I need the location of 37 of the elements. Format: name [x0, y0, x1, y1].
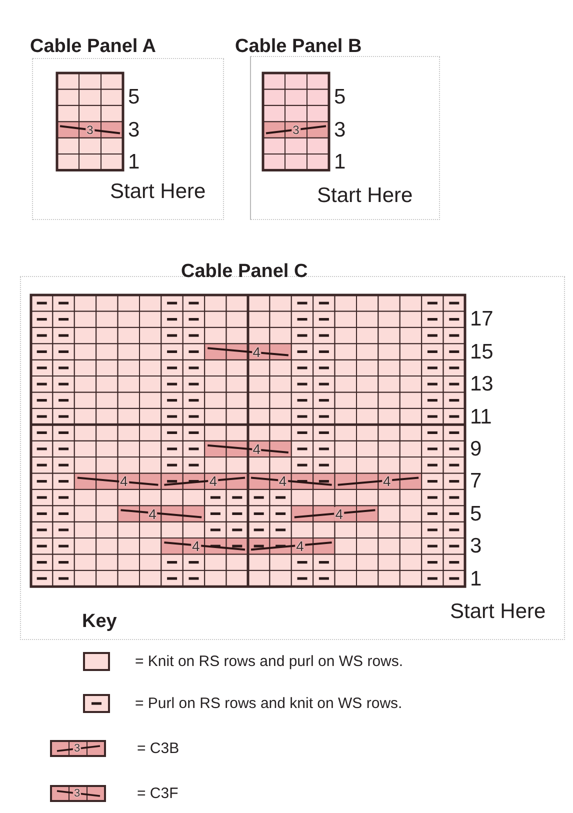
key-heading: Key: [82, 612, 117, 631]
cable-stitch-count: 4: [208, 474, 218, 488]
row-number: 11: [470, 406, 492, 427]
start-here-label: Start Here: [110, 181, 206, 202]
cable-stitch-count: 3: [72, 743, 82, 754]
row-number: 7: [470, 470, 482, 492]
row-number: 15: [470, 341, 494, 362]
row-number: 3: [128, 119, 140, 140]
legend-text: = Purl on RS rows and knit on WS rows.: [135, 696, 402, 711]
cable-stitch-count: 4: [334, 506, 344, 521]
start-here-label: Start Here: [450, 601, 546, 622]
legend-text: = C3B: [137, 741, 180, 756]
chart-title: Cable Panel C: [181, 262, 308, 281]
cable-stitch-count: 3: [292, 124, 300, 136]
cable-stitch-count: 3: [72, 788, 82, 799]
legend-text: = Knit on RS rows and purl on WS rows.: [135, 654, 404, 669]
row-number: 3: [334, 119, 346, 140]
cable-stitch-count: 4: [191, 539, 201, 554]
row-number: 1: [334, 152, 346, 173]
cable-stitch-count: 4: [278, 474, 288, 488]
row-number: 3: [470, 536, 482, 557]
row-number: 5: [128, 86, 140, 108]
row-number: 13: [470, 374, 494, 395]
legend-text: = C3F: [137, 786, 178, 801]
row-number: 9: [470, 438, 482, 460]
chart-title: Cable Panel B: [235, 37, 362, 56]
start-here-label: Start Here: [317, 185, 413, 206]
cable-stitch-count: 3: [86, 124, 94, 136]
chart-title: Cable Panel A: [30, 37, 156, 56]
cable-stitch-count: 4: [295, 539, 305, 554]
row-number: 1: [128, 152, 140, 173]
row-number: 17: [470, 308, 494, 330]
row-number: 5: [334, 86, 346, 108]
row-number: 5: [470, 503, 482, 524]
cable-stitch-count: 4: [118, 474, 129, 488]
cable-stitch-count: 4: [382, 474, 392, 488]
row-number: 1: [470, 568, 482, 589]
